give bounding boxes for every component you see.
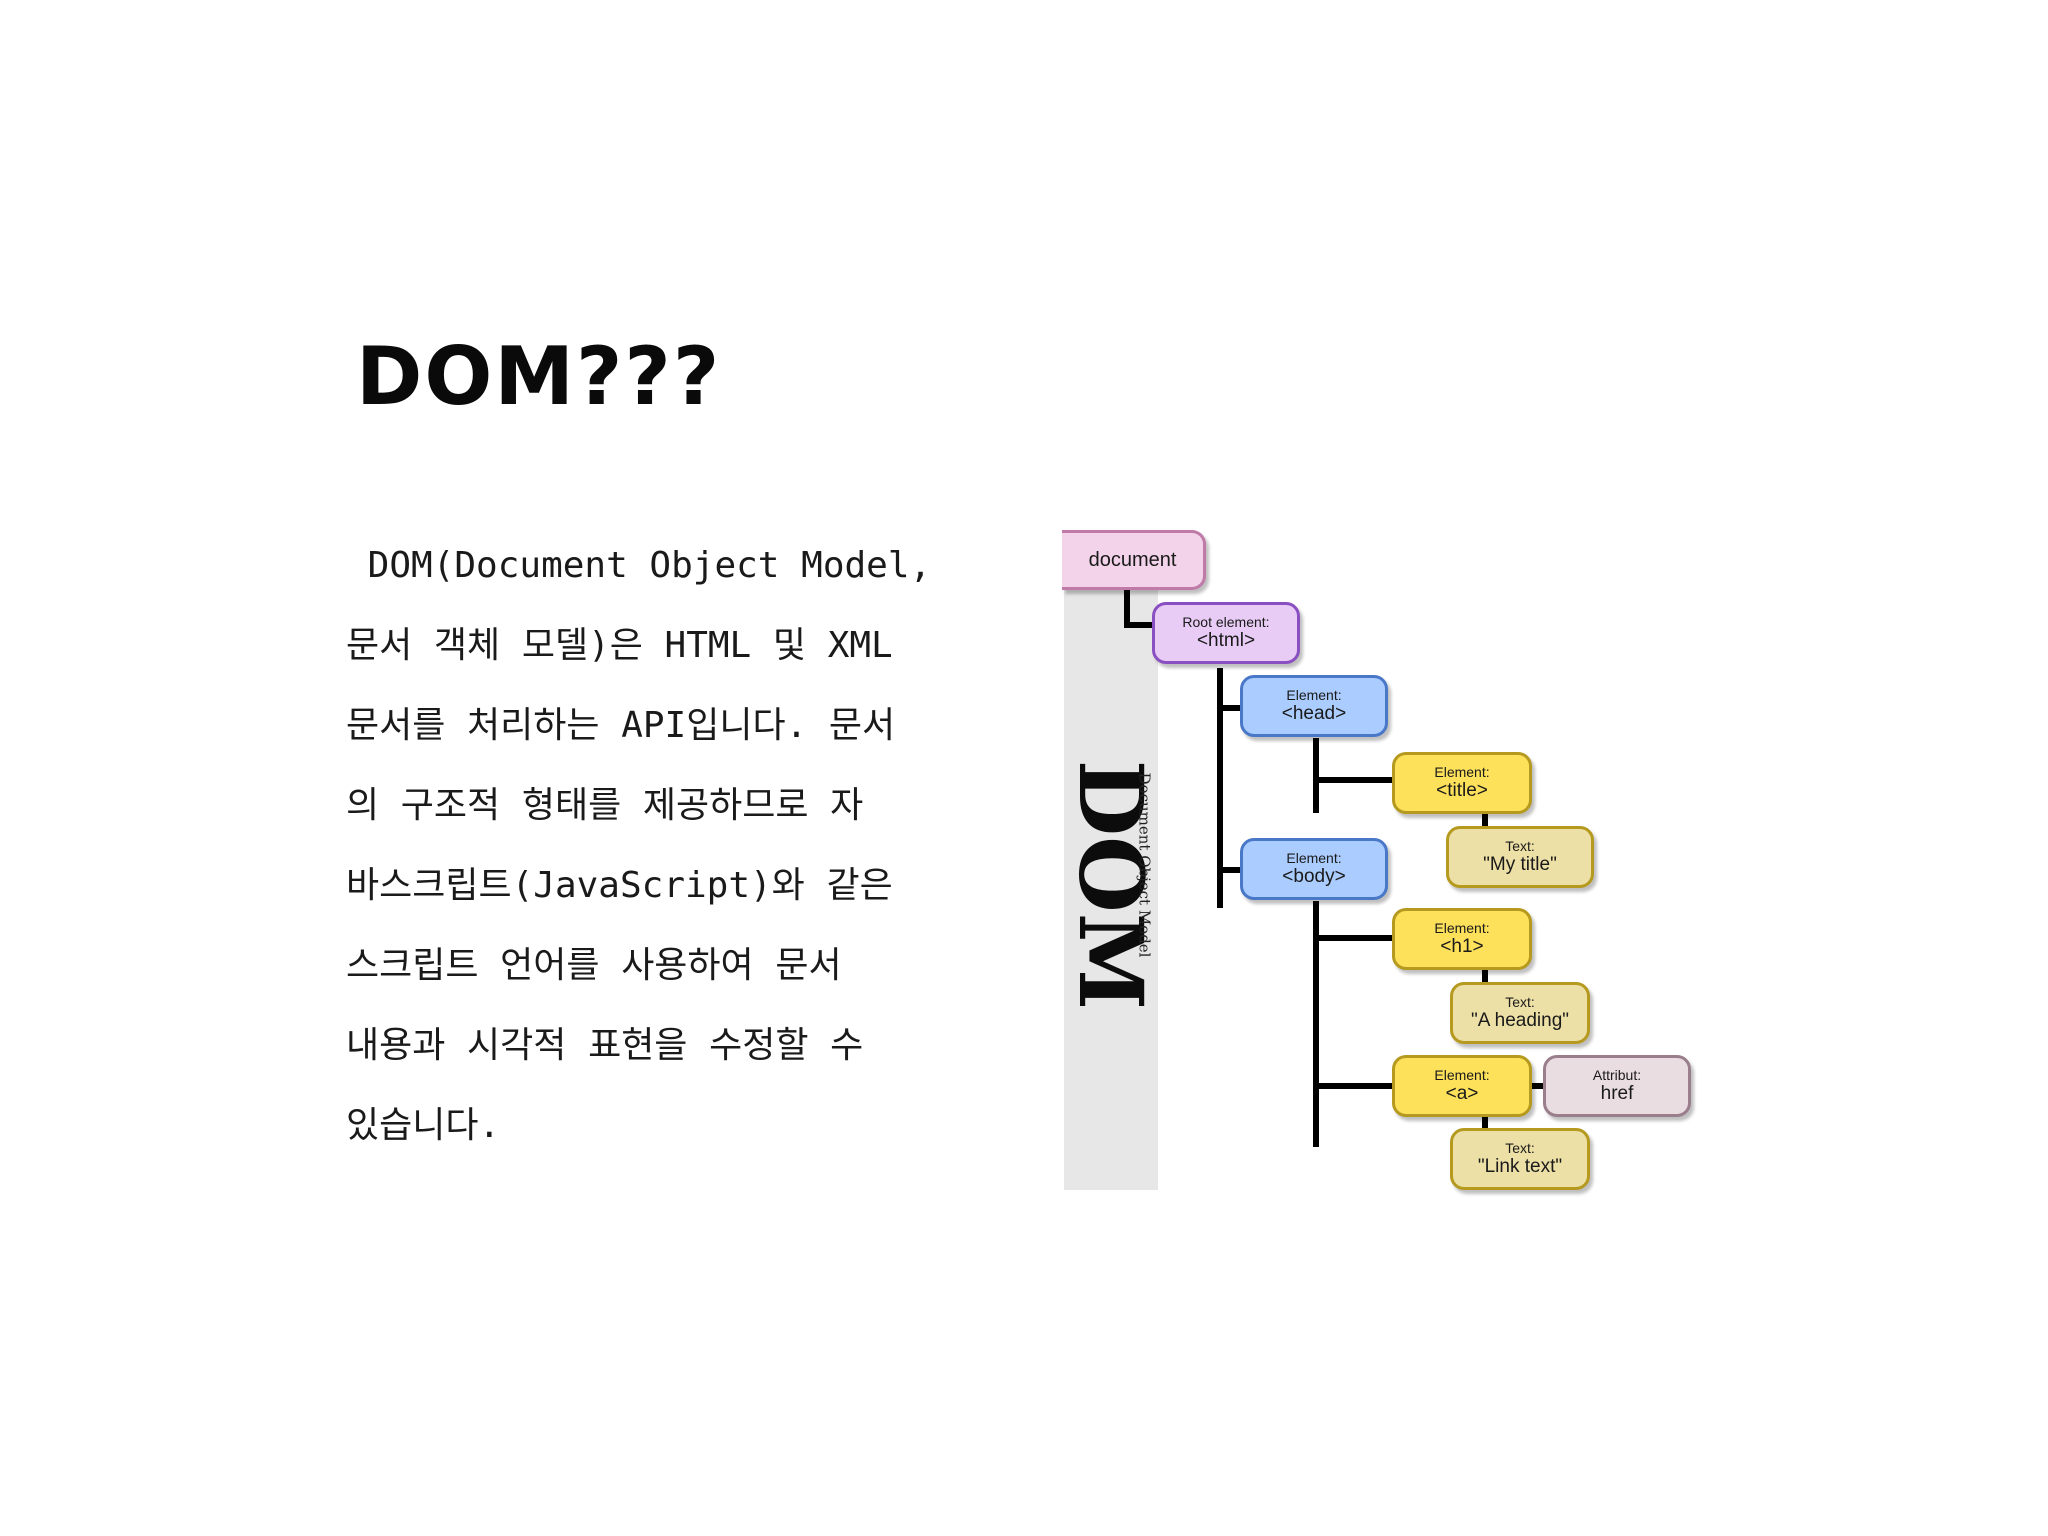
node-body: Element: <body>: [1240, 838, 1388, 900]
node-body-tag: <body>: [1282, 866, 1346, 888]
connector-body-children-v: [1313, 901, 1319, 1147]
connector-html-head-h: [1217, 705, 1247, 711]
node-h1: Element: <h1>: [1392, 908, 1532, 970]
description-line: 내용과 시각적 표현을 수정할 수: [346, 1025, 864, 1066]
node-html: Root element: <html>: [1152, 602, 1300, 664]
connector-a-text: [1482, 1116, 1488, 1138]
node-html-tag: <html>: [1196, 630, 1256, 652]
node-a-attribute: Attribut: href: [1543, 1055, 1691, 1117]
node-title: Element: <title>: [1392, 752, 1532, 814]
diagram-side-band: [1064, 590, 1158, 1190]
node-a-tag: <a>: [1445, 1083, 1479, 1105]
connector-html-children-v: [1217, 668, 1223, 908]
description-line: 의 구조적 형태를 제공하므로 자: [346, 785, 864, 826]
node-a: Element: <a>: [1392, 1055, 1532, 1117]
connector-a-attr: [1530, 1083, 1544, 1089]
node-title-label: Element:: [1434, 764, 1490, 781]
dom-tree-diagram: DOM Document Object Model document Root …: [1059, 530, 1704, 1210]
node-body-label: Element:: [1286, 850, 1342, 867]
description-line: 스크립트 언어를 사용하여 문서: [346, 945, 842, 986]
node-title-text: Text: "My title": [1446, 826, 1594, 888]
node-a-text: Text: "Link text": [1450, 1128, 1590, 1190]
description-line: 문서 객체 모델)은 HTML 및 XML: [346, 625, 893, 666]
node-h1-text: Text: "A heading": [1450, 982, 1590, 1044]
connector-head-title-v: [1313, 738, 1319, 813]
node-h1-tag: <h1>: [1440, 936, 1484, 958]
connector-document-html-h: [1124, 622, 1154, 628]
connector-head-title-h: [1313, 777, 1393, 783]
connector-body-h1-h: [1313, 935, 1393, 941]
description-line: DOM(Document Object Model,: [346, 545, 932, 586]
node-h1-text-value: "A heading": [1470, 1010, 1569, 1032]
node-head: Element: <head>: [1240, 675, 1388, 737]
description-line: 있습니다.: [346, 1105, 501, 1146]
diagram-side-subtitle: Document Object Model: [1135, 772, 1154, 958]
node-head-label: Element:: [1286, 687, 1342, 704]
node-title-tag: <title>: [1436, 780, 1488, 802]
node-title-text-label: Text:: [1505, 838, 1535, 855]
description-paragraph: DOM(Document Object Model, 문서 객체 모델)은 HT…: [346, 538, 996, 1178]
node-head-tag: <head>: [1281, 703, 1347, 725]
node-a-attribute-label: Attribut:: [1592, 1067, 1642, 1084]
connector-body-a-h: [1313, 1083, 1393, 1089]
node-html-label: Root element:: [1182, 614, 1270, 631]
node-a-label: Element:: [1434, 1067, 1490, 1084]
node-title-text-value: "My title": [1483, 854, 1557, 876]
node-h1-text-label: Text:: [1505, 994, 1535, 1011]
slide-title: DOM???: [356, 330, 722, 423]
description-line: 문서를 처리하는 API입니다. 문서: [346, 705, 896, 746]
connector-title-text: [1482, 812, 1488, 834]
node-document-tag: document: [1088, 548, 1177, 571]
connector-document-html-v: [1124, 590, 1130, 628]
node-a-text-label: Text:: [1505, 1140, 1535, 1157]
node-a-text-value: "Link text": [1477, 1156, 1563, 1178]
connector-h1-text: [1482, 968, 1488, 990]
node-h1-label: Element:: [1434, 920, 1490, 937]
node-a-attribute-value: href: [1600, 1083, 1634, 1105]
connector-html-body-h: [1217, 867, 1247, 873]
node-document: document: [1062, 530, 1206, 590]
description-line: 바스크립트(JavaScript)와 같은: [346, 865, 893, 906]
